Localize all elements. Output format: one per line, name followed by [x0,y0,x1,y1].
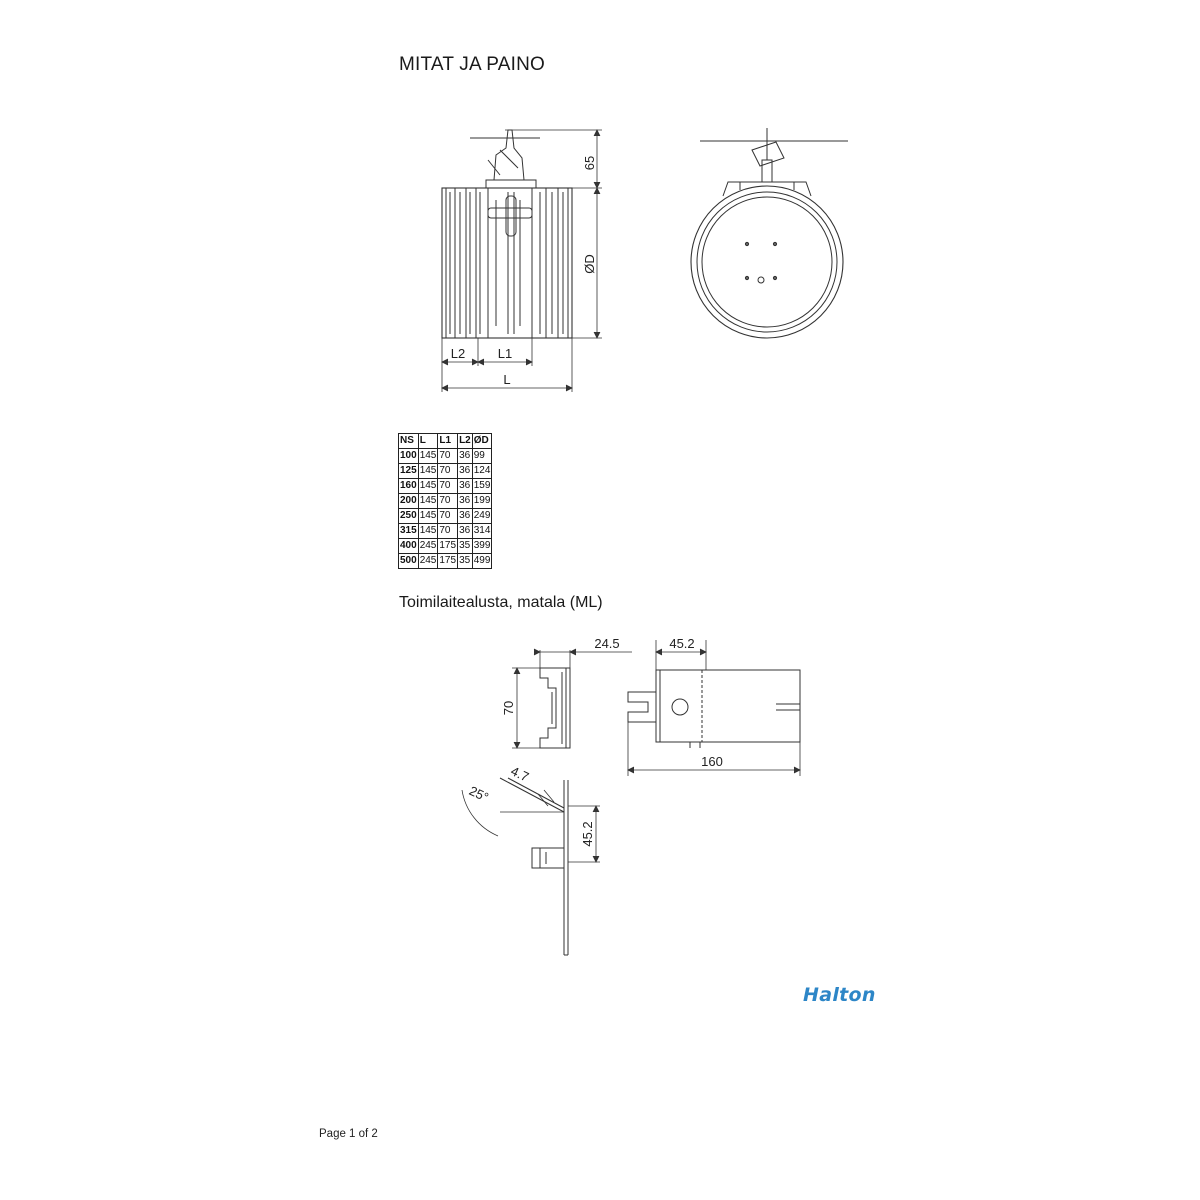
damper-front-view [690,128,848,339]
dim-diameter-label: ØD [582,254,597,274]
table-cell: 199 [471,493,493,509]
table-cell: 315 [398,523,419,539]
dim-l-label: L [503,372,510,387]
col-header: L [417,433,439,449]
table-cell: 36 [457,508,473,524]
table-cell: 245 [417,553,439,569]
table-cell: 100 [398,448,419,464]
table-cell: 70 [437,493,459,509]
damper-side-view [441,129,573,339]
dim-l2-label: L2 [451,346,465,361]
dim-l1-label: L1 [498,346,512,361]
table-header-row: NS L L1 L2 ØD [398,433,493,449]
table-cell: 399 [471,538,493,554]
dim-45-2-side-label: 45.2 [580,821,595,846]
halton-logo: Halton [803,984,876,1006]
table-cell: 175 [437,538,459,554]
table-cell: 200 [398,493,419,509]
col-header: L2 [457,433,473,449]
dim-65-label: 65 [582,156,597,170]
table-cell: 249 [471,508,493,524]
page-title: MITAT JA PAINO [399,54,546,75]
col-header: NS [398,433,419,449]
table-cell: 125 [398,463,419,479]
table-cell: 400 [398,538,419,554]
dim-70-label: 70 [501,701,516,715]
horizontal-dimensions [441,338,573,392]
bracket-dimensions [512,648,632,749]
table-cell: 36 [457,523,473,539]
bracket-drawing: 24.5 70 45.2 160 [461,636,801,956]
table-cell: 145 [417,448,439,464]
dim-160-label: 160 [701,754,723,769]
table-cell: 159 [471,478,493,494]
table-cell: 160 [398,478,419,494]
table-cell: 36 [457,448,473,464]
table-cell: 70 [437,448,459,464]
table-cell: 70 [437,523,459,539]
table-cell: 124 [471,463,493,479]
table-cell: 145 [417,463,439,479]
bracket-plan-view [627,669,801,748]
vertical-dimension [505,129,602,339]
page-number: Page 1 of 2 [319,1128,378,1140]
bracket-side-view [499,777,569,956]
section-subtitle: Toimilaitealusta, matala (ML) [399,594,603,611]
table-cell: 250 [398,508,419,524]
table-cell: 175 [437,553,459,569]
table-cell: 70 [437,478,459,494]
table-cell: 145 [417,493,439,509]
table-cell: 36 [457,463,473,479]
table-cell: 36 [457,493,473,509]
table-cell: 145 [417,478,439,494]
table-cell: 314 [471,523,493,539]
table-cell: 99 [471,448,493,464]
bracket-profile-view [539,667,571,749]
table-cell: 145 [417,508,439,524]
table-cell: 70 [437,508,459,524]
dim-25deg-label: 25° [467,783,491,805]
table-cell: 36 [457,478,473,494]
table-cell: 499 [471,553,493,569]
dim-45-2-top-label: 45.2 [669,636,694,651]
table-cell: 70 [437,463,459,479]
table-cell: 245 [417,538,439,554]
col-header: L1 [437,433,459,449]
table-cell: 145 [417,523,439,539]
table-cell: 35 [457,538,473,554]
col-header: ØD [471,433,493,449]
damper-drawing: 65 ØD L2 L1 L [441,128,848,392]
table-cell: 500 [398,553,419,569]
dim-24-5-label: 24.5 [594,636,619,651]
table-cell: 35 [457,553,473,569]
dim-4-7-label: 4.7 [509,763,532,784]
